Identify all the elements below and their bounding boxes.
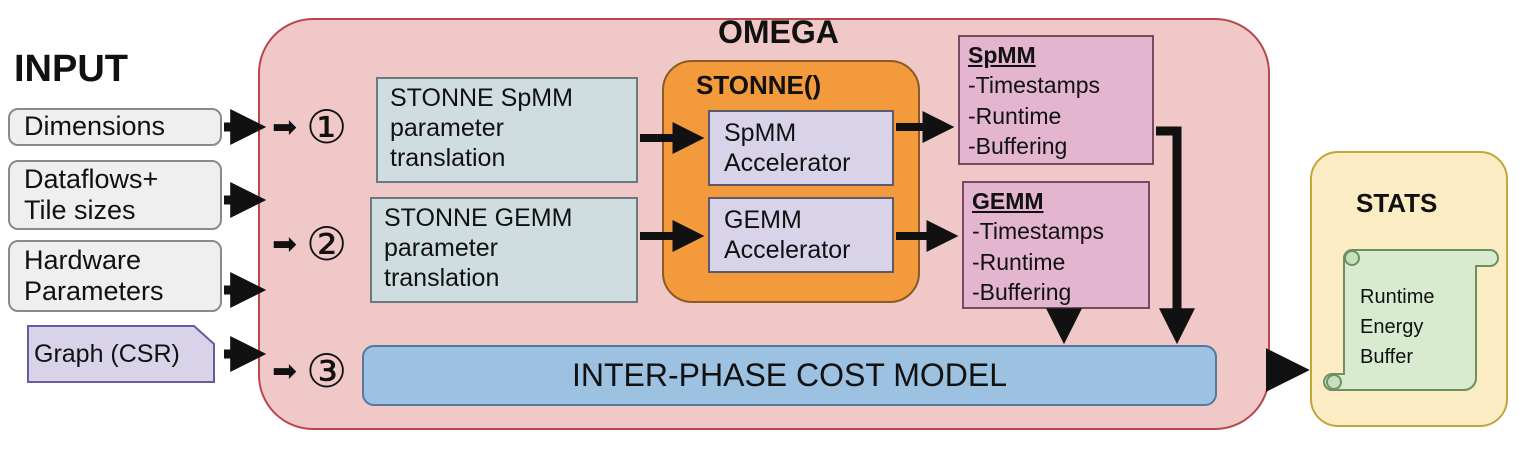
graph-document-shape bbox=[27, 325, 215, 383]
gemm-accelerator-line1: GEMM bbox=[724, 206, 802, 234]
step-2-marker: ② bbox=[306, 218, 348, 270]
spmm-translation-box: STONNE SpMM parameter translation bbox=[376, 77, 638, 183]
inter-phase-cost-model: INTER-PHASE COST MODEL bbox=[362, 345, 1217, 406]
gemm-translation-line1: STONNE GEMM bbox=[384, 204, 573, 232]
input-dimensions-label: Dimensions bbox=[24, 111, 166, 142]
stonne-title: STONNE() bbox=[696, 70, 822, 100]
omega-title: OMEGA bbox=[718, 14, 839, 50]
spmm-output-box: SpMM -Timestamps -Runtime -Buffering bbox=[958, 35, 1154, 165]
gemm-accelerator-box: GEMM Accelerator bbox=[708, 197, 894, 273]
gemm-output-timestamps: -Timestamps bbox=[972, 218, 1105, 245]
stats-item-buffer: Buffer bbox=[1360, 346, 1413, 368]
spmm-translation-line2: parameter bbox=[390, 114, 504, 142]
spmm-accelerator-line2: Accelerator bbox=[724, 149, 851, 177]
step-1-marker: ① bbox=[306, 101, 348, 153]
spmm-translation-line1: STONNE SpMM bbox=[390, 84, 573, 112]
cost-model-label: INTER-PHASE COST MODEL bbox=[571, 357, 1008, 393]
stats-item-energy: Energy bbox=[1360, 316, 1424, 338]
spmm-output-timestamps: -Timestamps bbox=[968, 72, 1101, 99]
arrow-spmm-output-to-cost bbox=[1156, 126, 1195, 345]
spmm-output-header: SpMM bbox=[968, 42, 1036, 68]
step-2-arrow-icon: ➡ bbox=[272, 228, 298, 261]
step-1-arrow-icon: ➡ bbox=[272, 111, 298, 144]
stats-title: STATS bbox=[1356, 188, 1438, 218]
input-dataflows: Dataflows+ Tile sizes bbox=[8, 160, 222, 230]
input-hardware-line2: Parameters bbox=[24, 276, 164, 306]
gemm-output-header: GEMM bbox=[972, 188, 1044, 214]
input-dimensions: Dimensions bbox=[8, 108, 222, 146]
step-3-arrow-icon: ➡ bbox=[272, 355, 298, 388]
gemm-output-box: GEMM -Timestamps -Runtime -Buffering bbox=[962, 181, 1150, 309]
spmm-output-runtime: -Runtime bbox=[968, 102, 1062, 129]
input-title: INPUT bbox=[14, 48, 128, 90]
input-hardware: Hardware Parameters bbox=[8, 240, 222, 312]
input-dataflows-line2: Tile sizes bbox=[24, 195, 136, 225]
gemm-output-runtime: -Runtime bbox=[972, 248, 1066, 275]
gemm-translation-line2: parameter bbox=[384, 234, 498, 262]
gemm-translation-box: STONNE GEMM parameter translation bbox=[370, 197, 638, 303]
spmm-accelerator-line1: SpMM bbox=[724, 119, 797, 147]
input-hardware-line1: Hardware bbox=[24, 244, 142, 275]
gemm-output-buffering: -Buffering bbox=[972, 279, 1072, 306]
step-3-marker: ③ bbox=[306, 345, 348, 397]
input-dataflows-line1: Dataflows+ bbox=[24, 163, 159, 194]
spmm-translation-line3: translation bbox=[390, 144, 506, 172]
gemm-translation-line3: translation bbox=[384, 264, 500, 292]
gemm-accelerator-line2: Accelerator bbox=[724, 236, 851, 264]
spmm-output-buffering: -Buffering bbox=[968, 133, 1068, 160]
spmm-accelerator-box: SpMM Accelerator bbox=[708, 110, 894, 186]
stats-item-runtime: Runtime bbox=[1360, 286, 1435, 308]
input-graph-label: Graph (CSR) bbox=[34, 340, 180, 368]
scroll-icon bbox=[1323, 249, 1499, 391]
